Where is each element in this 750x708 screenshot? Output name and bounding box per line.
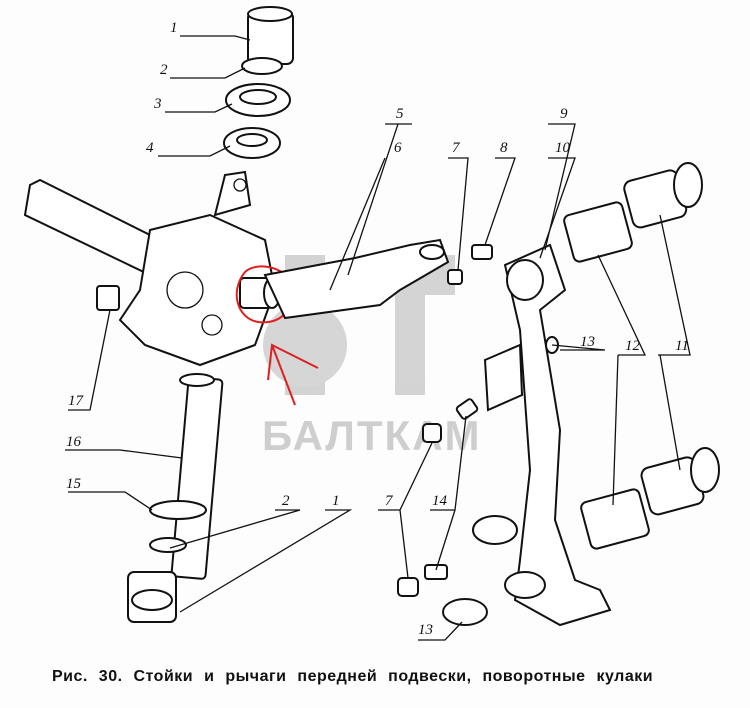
- seal-3: [225, 83, 291, 117]
- threaded-bushing-12-top: [563, 201, 633, 263]
- ring-2-bottom: [149, 537, 187, 553]
- pivot-pin-16: [170, 373, 224, 580]
- plug-7-bottom: [397, 577, 419, 597]
- suspension-lever: [472, 243, 612, 627]
- threaded-bushing-12-bottom: [580, 488, 650, 550]
- label-4: 4: [146, 140, 154, 156]
- label-16: 16: [66, 434, 82, 450]
- washer-15: [149, 500, 207, 520]
- watermark-text: БАЛТКАМ: [262, 412, 482, 459]
- ring-2-top: [241, 57, 283, 75]
- label-7-top: 7: [452, 140, 461, 156]
- grease-fitting-14-bottom: [424, 564, 448, 580]
- label-15: 15: [66, 476, 82, 492]
- label-8: 8: [500, 140, 508, 156]
- bushing-1-top: [247, 6, 294, 65]
- steering-knuckle: [23, 170, 277, 367]
- pin-17: [96, 285, 120, 311]
- label-7-bottom: 7: [385, 493, 394, 509]
- nut-11-bottom: [640, 447, 720, 516]
- red-arrow-annotation: [267, 343, 319, 406]
- label-13-mid: 13: [580, 334, 595, 350]
- label-17: 17: [68, 393, 85, 409]
- label-14: 14: [432, 493, 448, 509]
- bushing-1-bottom: [127, 571, 177, 623]
- leader-lines: [65, 35, 691, 641]
- plug-7-mid: [422, 423, 442, 443]
- steering-arm: [263, 238, 450, 320]
- label-2-bottom: 2: [282, 493, 290, 509]
- label-1-top: 1: [170, 20, 178, 36]
- label-3: 3: [153, 96, 162, 112]
- plug-7-top: [447, 269, 463, 285]
- label-6: 6: [394, 140, 402, 156]
- cap-13-bottom: [442, 598, 488, 626]
- label-10: 10: [555, 140, 571, 156]
- seal-4: [223, 127, 281, 159]
- label-2-top: 2: [160, 62, 168, 78]
- label-11: 11: [675, 338, 689, 354]
- label-12: 12: [625, 338, 641, 354]
- nut-11-top: [623, 162, 703, 229]
- label-9: 9: [560, 106, 568, 122]
- label-5: 5: [396, 106, 404, 122]
- grease-fitting-14-mid: [455, 398, 479, 420]
- grease-fitting-8: [471, 244, 493, 260]
- label-1-bottom: 1: [332, 493, 340, 509]
- figure-caption: Рис. 30. Стойки и рычаги передней подвес…: [52, 668, 654, 685]
- label-13-bottom: 13: [418, 622, 433, 638]
